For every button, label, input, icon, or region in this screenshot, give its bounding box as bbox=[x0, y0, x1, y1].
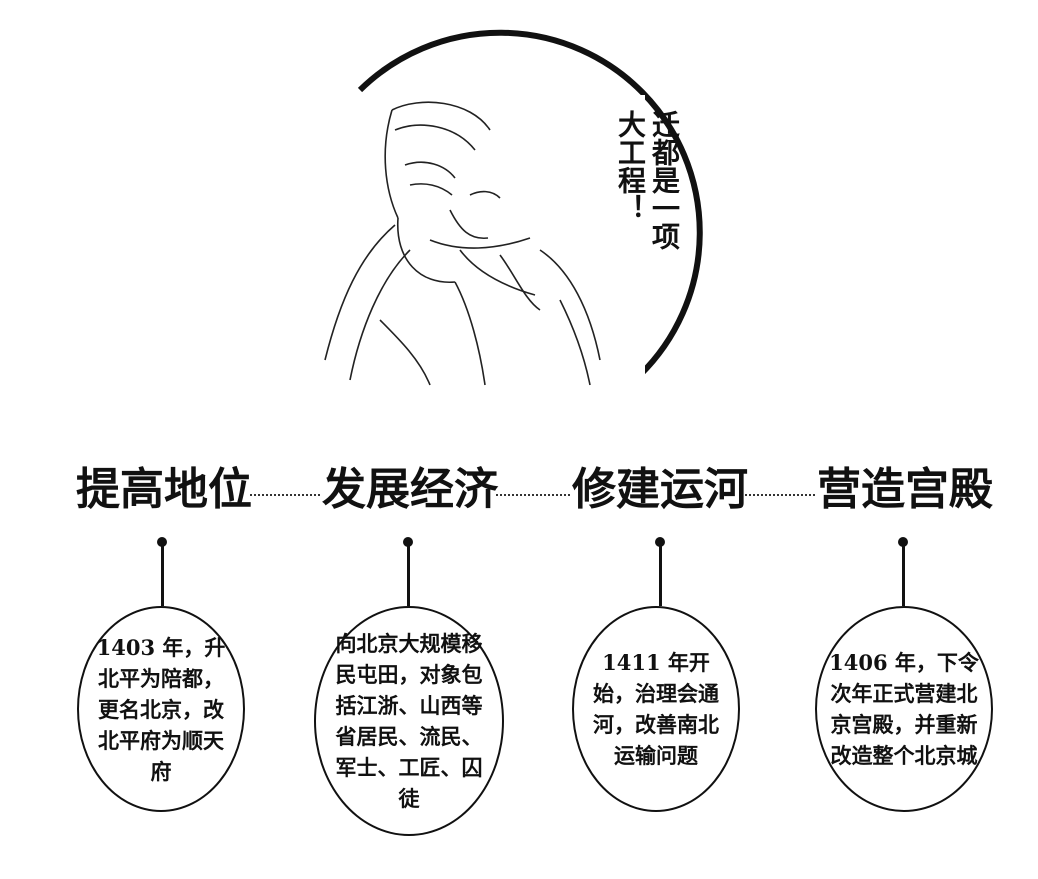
connector-line-3 bbox=[658, 542, 662, 606]
portrait-lines bbox=[324, 101, 601, 386]
step-detail-4: 1406 年，下令次年正式营建北京宫殿，并重新改造整个北京城 bbox=[815, 606, 993, 812]
step-detail-1: 1403 年，升北平为陪都，更名北京，改北平府为顺天府 bbox=[77, 606, 245, 812]
connector-line-2 bbox=[406, 542, 410, 606]
step-detail-text-4: 1406 年，下令次年正式营建北京宫殿，并重新改造整个北京城 bbox=[829, 650, 979, 768]
step-detail-2: 向北京大规模移民屯田，对象包括江浙、山西等省居民、流民、军士、工匠、囚徒 bbox=[314, 606, 504, 836]
speech-line-1: 迁都是一项 bbox=[648, 110, 681, 250]
connector-line-1 bbox=[160, 542, 164, 606]
step-detail-text-2: 向北京大规模移民屯田，对象包括江浙、山西等省居民、流民、军士、工匠、囚徒 bbox=[335, 631, 483, 811]
step-title-3: 修建运河 bbox=[572, 464, 748, 515]
speech-bubble-text: 迁都是一项 大工程！ bbox=[614, 110, 681, 250]
step-title-2: 发展经济 bbox=[322, 464, 498, 515]
dotted-connector-3 bbox=[745, 494, 815, 496]
dotted-connector-1 bbox=[250, 494, 320, 496]
circle-frame-arc bbox=[357, 29, 703, 378]
step-detail-3: 1411 年开始，治理会通河，改善南北运输问题 bbox=[572, 606, 740, 812]
step-title-4: 营造宫殿 bbox=[817, 464, 993, 515]
dotted-connector-2 bbox=[496, 494, 570, 496]
step-detail-text-3: 1411 年开始，治理会通河，改善南北运输问题 bbox=[593, 650, 719, 768]
step-title-1: 提高地位 bbox=[76, 464, 252, 515]
speech-line-2: 大工程！ bbox=[614, 110, 647, 222]
emperor-portrait-sketch bbox=[324, 29, 703, 400]
connector-line-4 bbox=[901, 542, 905, 606]
steps-timeline: 提高地位 发展经济 修建运河 营造宫殿 bbox=[0, 462, 1038, 522]
portrait-illustration: 迁都是一项 大工程！ bbox=[0, 0, 1038, 420]
step-detail-text-1: 1403 年，升北平为陪都，更名北京，改北平府为顺天府 bbox=[96, 634, 226, 784]
